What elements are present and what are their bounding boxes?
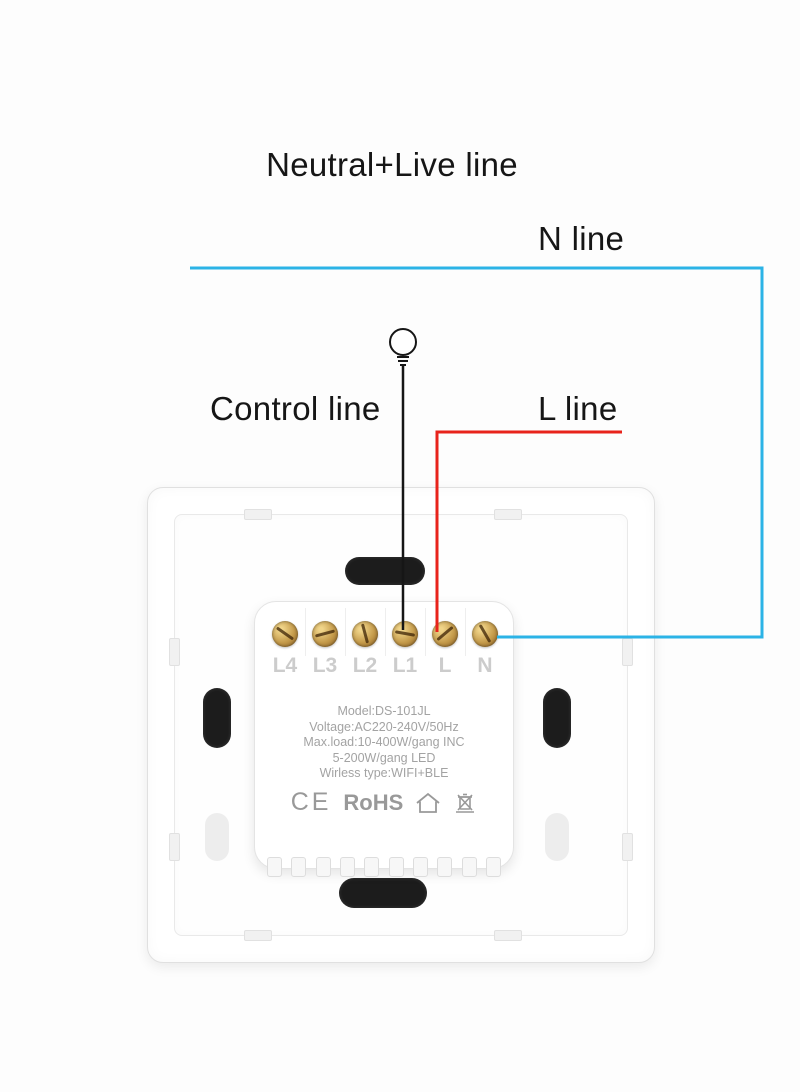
terminal-label: L1 xyxy=(392,654,418,677)
ce-mark: CE xyxy=(290,788,332,816)
screw-recess-left xyxy=(205,813,229,861)
screw-slot xyxy=(314,629,336,638)
terminal-screw xyxy=(312,621,338,647)
terminal-labels: L4 L3 L2 L1 L N xyxy=(255,654,513,678)
mounting-tab xyxy=(494,509,522,520)
terminal-screw xyxy=(432,621,458,647)
terminal-divider xyxy=(425,608,426,656)
terminal-screw xyxy=(352,621,378,647)
l-line-label: L line xyxy=(538,390,618,427)
connector-tooth xyxy=(461,857,477,877)
terminal-label: N xyxy=(477,654,493,677)
mounting-tab xyxy=(622,833,633,861)
connector-tooth xyxy=(485,857,501,877)
connector-tooth xyxy=(412,857,428,877)
trash-bin-crossed-icon xyxy=(453,791,477,815)
clip-slot-right xyxy=(543,688,571,748)
spec-line: Model:DS-101JL xyxy=(337,704,431,718)
mounting-tab xyxy=(622,638,633,666)
mounting-tab xyxy=(244,930,272,941)
connector-tooth xyxy=(267,857,282,877)
rohs-mark: RoHS xyxy=(343,789,404,815)
terminal-divider xyxy=(465,608,466,656)
mounting-tab xyxy=(494,930,522,941)
light-bulb-icon xyxy=(389,328,417,366)
connector-tooth xyxy=(364,857,380,877)
terminal-label: L3 xyxy=(312,654,338,677)
mounting-tab xyxy=(244,509,272,520)
clip-slot-top xyxy=(345,557,425,585)
terminal-screw xyxy=(392,621,418,647)
screw-slot xyxy=(360,623,370,644)
connector-teeth xyxy=(267,857,501,877)
terminal-divider xyxy=(385,608,386,656)
mounting-tab xyxy=(169,638,180,666)
spec-line: Wirless type:WIFI+BLE xyxy=(319,766,449,780)
terminal-label: L4 xyxy=(272,654,298,677)
connector-tooth xyxy=(339,857,355,877)
clip-slot-bottom xyxy=(339,878,427,908)
switch-module: L4 L3 L2 L1 L N Model:DS-101JL Voltage:A… xyxy=(254,601,514,877)
screw-slot xyxy=(436,625,454,642)
terminal-divider xyxy=(305,608,306,656)
terminal-screw xyxy=(272,621,298,647)
spec-block: Model:DS-101JL Voltage:AC220-240V/50Hz M… xyxy=(255,704,513,782)
screw-recess-right xyxy=(545,813,569,861)
clip-slot-left xyxy=(203,688,231,748)
connector-tooth xyxy=(388,857,404,877)
screw-slot xyxy=(394,630,416,637)
terminal-label: L xyxy=(438,654,452,677)
connector-tooth xyxy=(437,857,453,877)
spec-line: Max.load:10-400W/gang INC xyxy=(303,735,465,749)
connector-tooth xyxy=(291,857,307,877)
connector-tooth xyxy=(315,857,331,877)
terminal-divider xyxy=(345,608,346,656)
spec-line: 5-200W/gang LED xyxy=(332,750,436,765)
terminal-label: L2 xyxy=(352,654,378,677)
certification-row: CE RoHS xyxy=(255,788,513,817)
screw-slot xyxy=(478,624,492,643)
control-line-label: Control line xyxy=(210,390,381,427)
n-line-label: N line xyxy=(538,220,625,257)
switch-back-panel: L4 L3 L2 L1 L N Model:DS-101JL Voltage:A… xyxy=(147,487,655,963)
screw-slot xyxy=(275,626,295,641)
house-icon xyxy=(415,791,441,815)
mounting-tab xyxy=(169,833,180,861)
diagram-title: Neutral+Live line xyxy=(266,146,518,183)
spec-line: Voltage:AC220-240V/50Hz xyxy=(309,719,459,734)
terminal-screw xyxy=(472,621,498,647)
